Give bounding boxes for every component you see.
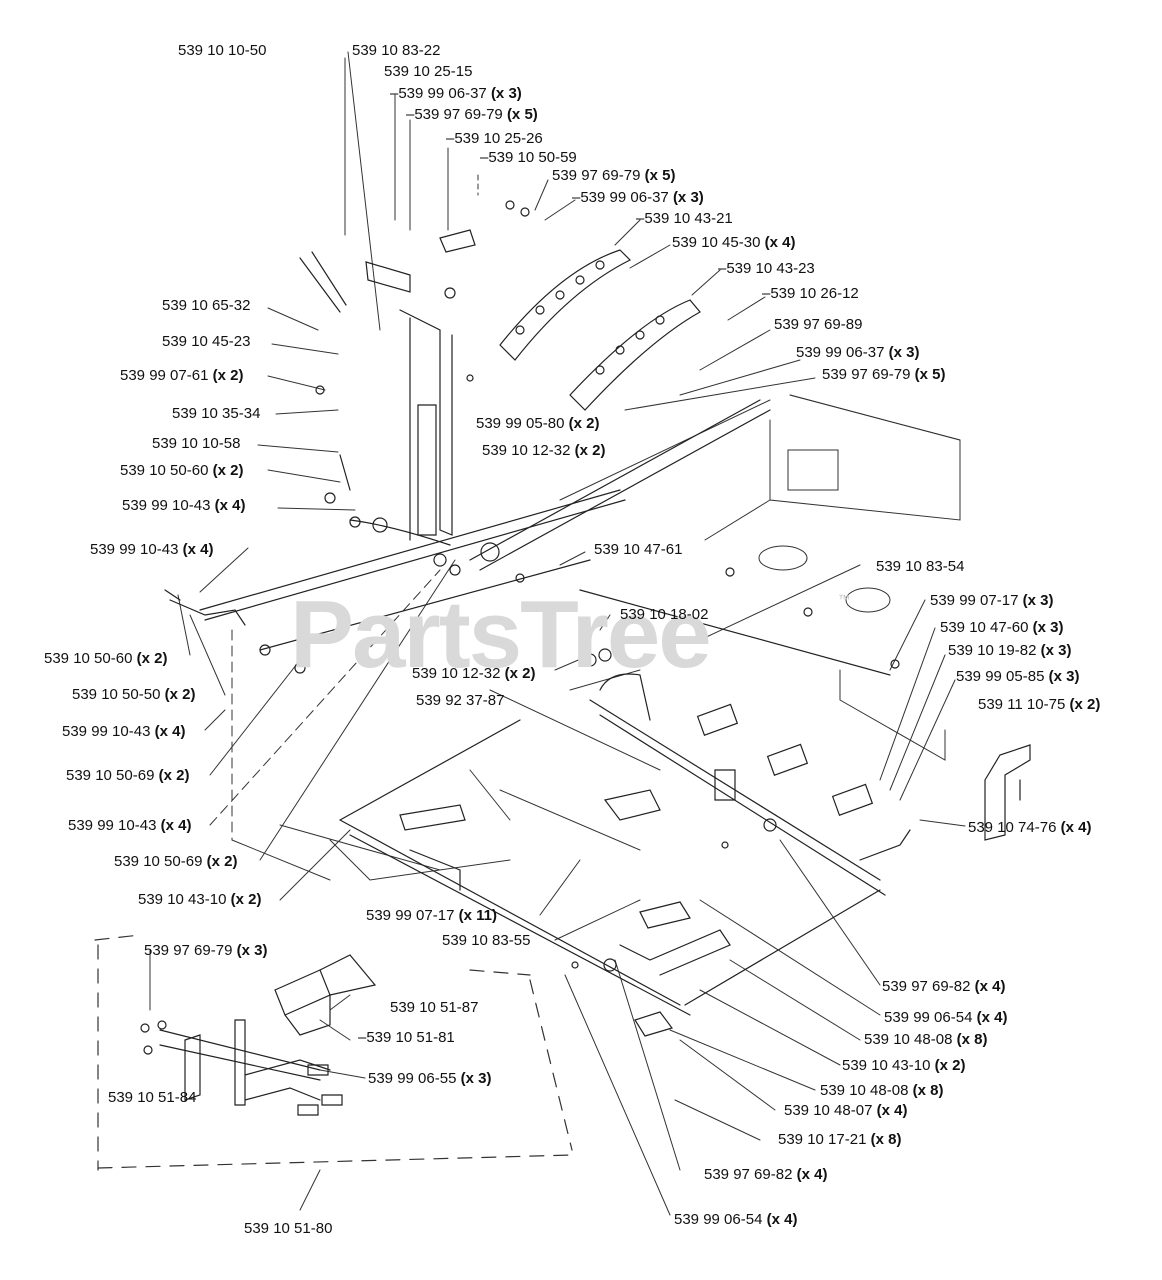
part-label: 539 10 18-02 xyxy=(620,606,709,623)
part-label: 539 97 69-79 (x 5) xyxy=(822,366,946,383)
part-label: 539 10 25-15 xyxy=(384,63,473,80)
part-label: –539 10 50-59 xyxy=(480,149,577,166)
part-label: 539 10 35-34 xyxy=(172,405,261,422)
inset-assembly xyxy=(141,955,375,1115)
hardware xyxy=(260,375,899,971)
part-label: –539 10 25-26 xyxy=(446,130,543,147)
part-label: 539 99 07-17 (x 11) xyxy=(366,907,497,924)
watermark: PartsTree xyxy=(290,581,712,688)
part-label: 539 97 69-82 (x 4) xyxy=(882,978,1006,995)
part-label: 539 10 10-58 xyxy=(152,435,241,452)
part-label: 539 99 06-54 (x 4) xyxy=(884,1009,1008,1026)
part-label: 539 10 51-87 xyxy=(390,999,479,1016)
part-label: 539 10 17-21 (x 8) xyxy=(778,1131,902,1148)
part-label: 539 92 37-87 xyxy=(416,692,505,709)
part-label: 539 99 06-37 (x 3) xyxy=(796,344,920,361)
control-rods xyxy=(165,400,890,675)
part-label: –539 99 06-37 (x 3) xyxy=(390,85,522,102)
part-label: 539 10 83-55 xyxy=(442,932,531,949)
part-label: 539 10 12-32 (x 2) xyxy=(412,665,536,682)
part-label: 539 10 50-69 (x 2) xyxy=(114,853,238,870)
axle-assembly xyxy=(340,674,910,1036)
part-label: 539 10 48-08 (x 8) xyxy=(820,1082,944,1099)
part-label: 539 99 06-54 (x 4) xyxy=(674,1211,798,1228)
part-label: 539 10 65-32 xyxy=(162,297,251,314)
part-label: –539 97 69-79 (x 5) xyxy=(406,106,538,123)
part-label: 539 97 69-82 (x 4) xyxy=(704,1166,828,1183)
part-label: 539 97 69-89 xyxy=(774,316,863,333)
part-label: –539 10 51-81 xyxy=(358,1029,455,1046)
chassis-outline xyxy=(232,395,960,880)
part-label: 539 10 50-69 (x 2) xyxy=(66,767,190,784)
part-label: 539 10 50-60 (x 2) xyxy=(44,650,168,667)
part-label: 539 10 48-07 (x 4) xyxy=(784,1102,908,1119)
inset-frame xyxy=(95,935,572,1170)
part-label: 539 10 45-23 xyxy=(162,333,251,350)
part-label: 539 99 07-17 (x 3) xyxy=(930,592,1054,609)
part-label: 539 10 12-32 (x 2) xyxy=(482,442,606,459)
part-label: 539 10 19-82 (x 3) xyxy=(948,642,1072,659)
part-label: 539 11 10-75 (x 2) xyxy=(978,696,1101,713)
part-label: 539 10 51-80 xyxy=(244,1220,333,1237)
part-label: 539 97 69-79 (x 3) xyxy=(144,942,268,959)
part-label: 539 10 74-76 (x 4) xyxy=(968,819,1092,836)
trademark-symbol: ™ xyxy=(838,592,850,606)
side-bracket xyxy=(985,745,1030,840)
part-label: 539 99 05-85 (x 3) xyxy=(956,668,1080,685)
leader-lines xyxy=(150,52,965,1215)
part-label: 539 10 47-60 (x 3) xyxy=(940,619,1064,636)
part-label: 539 99 07-61 (x 2) xyxy=(120,367,244,384)
springs xyxy=(340,455,872,815)
part-label: 539 99 05-80 (x 2) xyxy=(476,415,600,432)
bracket-plates xyxy=(440,201,700,410)
part-label: 539 10 10-50 xyxy=(178,42,267,59)
part-label: –539 10 43-23 xyxy=(718,260,815,277)
part-label: 539 10 45-30 (x 4) xyxy=(672,234,796,251)
part-label: 539 10 43-10 (x 2) xyxy=(138,891,262,908)
part-label: 539 10 83-22 xyxy=(352,42,441,59)
part-label: 539 10 51-84 xyxy=(108,1089,197,1106)
part-label: 539 99 10-43 (x 4) xyxy=(68,817,192,834)
part-label: –539 10 26-12 xyxy=(762,285,859,302)
part-label: 539 99 10-43 (x 4) xyxy=(62,723,186,740)
part-label: 539 10 50-50 (x 2) xyxy=(72,686,196,703)
part-label: –539 99 06-37 (x 3) xyxy=(572,189,704,206)
part-label: 539 99 06-55 (x 3) xyxy=(368,1070,492,1087)
part-label: 539 10 48-08 (x 8) xyxy=(864,1031,988,1048)
control-lever xyxy=(300,252,452,540)
part-label: 539 10 83-54 xyxy=(876,558,965,575)
part-label: 539 10 43-10 (x 2) xyxy=(842,1057,966,1074)
part-label: –539 10 43-21 xyxy=(636,210,733,227)
part-label: 539 10 47-61 xyxy=(594,541,683,558)
part-label: 539 10 50-60 (x 2) xyxy=(120,462,244,479)
part-label: 539 99 10-43 (x 4) xyxy=(90,541,214,558)
part-label: 539 99 10-43 (x 4) xyxy=(122,497,246,514)
part-label: 539 97 69-79 (x 5) xyxy=(552,167,676,184)
